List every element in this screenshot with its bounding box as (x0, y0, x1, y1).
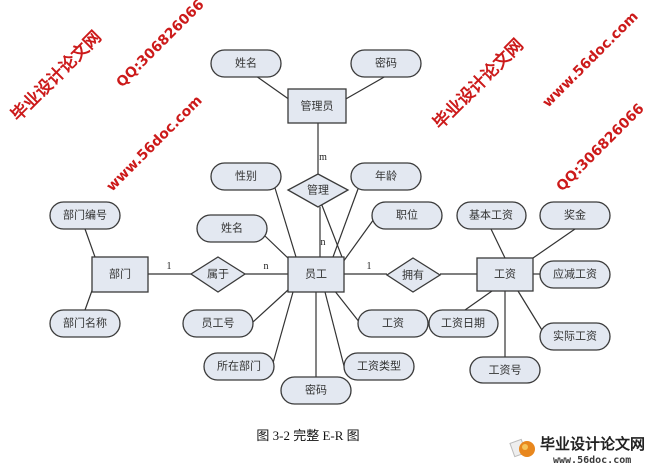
entity-salary[interactable]: 工资 (476, 257, 534, 292)
attribute-emp-password[interactable]: 密码 (280, 376, 352, 405)
cardinality-label: n (264, 261, 269, 272)
site-logo: 毕业设计论文网 www.56doc.com (509, 435, 645, 466)
attribute-label: 职位 (396, 208, 418, 222)
entity-label: 员工 (305, 268, 327, 281)
watermark-left: 毕业设计论文网 www.56doc.com QQ:306826066 (7, 0, 208, 195)
cardinality-label: m (319, 152, 327, 163)
attribute-emp-dept[interactable]: 所在部门 (203, 352, 275, 381)
watermark-url: www.56doc.com (104, 93, 206, 195)
watermark-qq: QQ:306826066 (554, 101, 648, 195)
watermark-url: www.56doc.com (540, 9, 642, 111)
relationship-label: 管理 (307, 183, 329, 197)
attribute-label: 工资 (382, 317, 404, 330)
attribute-salary-date[interactable]: 工资日期 (428, 309, 499, 338)
attribute-label: 实际工资 (553, 329, 597, 343)
attribute-salary-type[interactable]: 工资类型 (343, 352, 415, 381)
attribute-bonus[interactable]: 奖金 (539, 201, 611, 230)
attribute-label: 姓名 (235, 56, 257, 70)
cardinality-label: 1 (167, 261, 172, 272)
watermark-right: 毕业设计论文网 www.56doc.com QQ:306826066 (429, 9, 648, 195)
entity-employee[interactable]: 员工 (287, 256, 345, 293)
entity-department[interactable]: 部门 (91, 256, 149, 293)
connector-lines (84, 75, 576, 377)
cardinality-label: n (321, 237, 326, 248)
attribute-label: 工资号 (489, 364, 522, 377)
entity-admin[interactable]: 管理员 (287, 88, 347, 124)
attribute-emp-id[interactable]: 员工号 (182, 309, 254, 338)
attribute-admin-password[interactable]: 密码 (350, 49, 422, 78)
attribute-dept-name[interactable]: 部门名称 (49, 309, 121, 338)
attribute-label: 年龄 (375, 169, 397, 183)
entity-label: 部门 (109, 267, 131, 281)
logo-name: 毕业设计论文网 (540, 435, 645, 453)
watermark-site-name: 毕业设计论文网 (7, 27, 106, 126)
figure-caption: 图 3-2 完整 E-R 图 (256, 428, 359, 443)
attribute-label: 性别 (235, 169, 257, 183)
attribute-label: 工资日期 (441, 317, 485, 330)
watermark-site-name: 毕业设计论文网 (429, 35, 528, 134)
attribute-base-salary[interactable]: 基本工资 (456, 201, 527, 230)
relationship-owns[interactable]: 拥有 (385, 257, 442, 293)
logo-url: www.56doc.com (553, 455, 631, 466)
attribute-label: 所在部门 (217, 359, 261, 373)
cardinality-label: 1 (367, 261, 372, 272)
attribute-gender[interactable]: 性别 (210, 162, 282, 191)
attribute-admin-name[interactable]: 姓名 (210, 49, 282, 78)
relationship-label: 属于 (207, 268, 229, 281)
attribute-salary-id[interactable]: 工资号 (469, 356, 541, 384)
watermark-qq: QQ:306826066 (114, 0, 208, 91)
attribute-deductions[interactable]: 应减工资 (539, 260, 611, 289)
attribute-emp-name[interactable]: 姓名 (196, 214, 268, 243)
attribute-label: 工资类型 (357, 359, 401, 373)
attribute-label: 基本工资 (469, 208, 513, 222)
attribute-label: 密码 (305, 383, 327, 397)
attribute-position[interactable]: 职位 (371, 201, 443, 230)
relationship-belongs[interactable]: 属于 (189, 256, 247, 293)
entity-label: 管理员 (301, 99, 334, 113)
attribute-label: 部门编号 (63, 208, 107, 222)
attribute-actual-salary[interactable]: 实际工资 (539, 322, 611, 351)
attribute-age[interactable]: 年龄 (350, 162, 422, 191)
attribute-label: 员工号 (202, 317, 235, 330)
attribute-label: 应减工资 (553, 267, 597, 281)
attribute-label: 部门名称 (63, 316, 107, 330)
attribute-label: 姓名 (221, 221, 243, 235)
attribute-label: 奖金 (564, 208, 586, 222)
relationship-label: 拥有 (402, 268, 424, 282)
attribute-dept-id[interactable]: 部门编号 (49, 201, 121, 230)
entity-label: 工资 (494, 268, 516, 281)
attribute-emp-salary[interactable]: 工资 (357, 309, 429, 338)
relationship-manage[interactable]: 管理 (286, 173, 350, 208)
attribute-label: 密码 (375, 56, 397, 70)
